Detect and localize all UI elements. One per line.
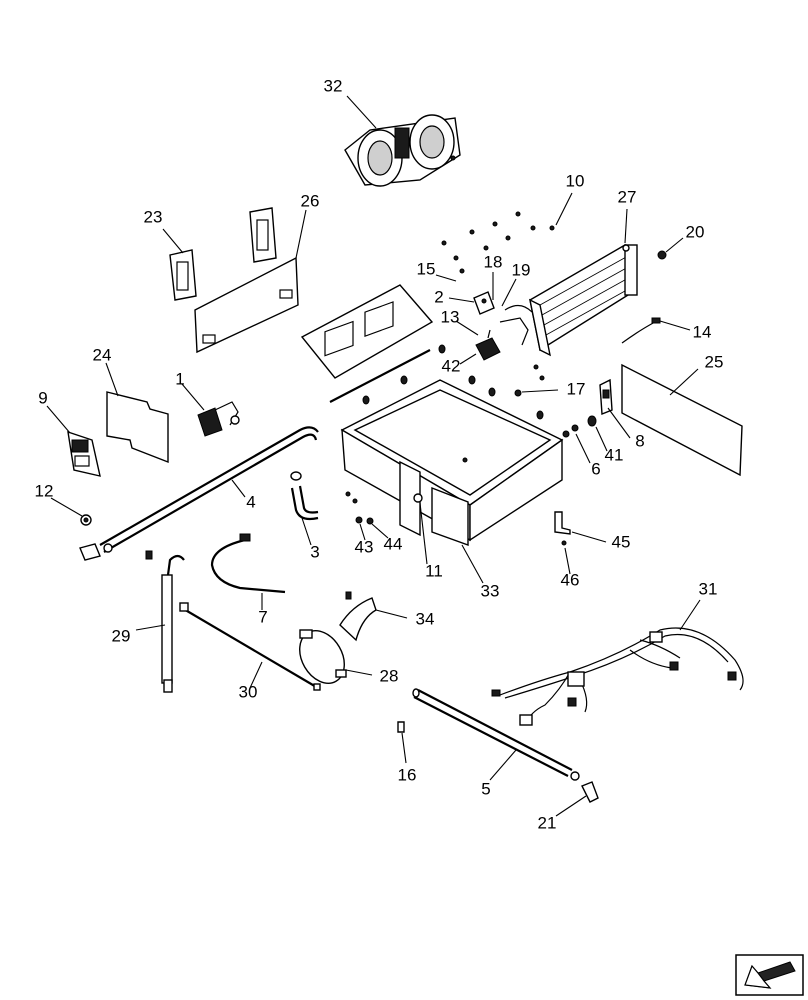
callout-18: 18 bbox=[484, 252, 503, 271]
hose-part-29 bbox=[145, 550, 185, 693]
callout-45: 45 bbox=[612, 532, 631, 551]
callout-2: 2 bbox=[434, 287, 443, 306]
switch-part-9 bbox=[67, 430, 101, 477]
callout-16: 16 bbox=[398, 765, 417, 784]
callout-5: 5 bbox=[481, 779, 490, 798]
callout-11: 11 bbox=[425, 561, 443, 580]
callout-6: 6 bbox=[591, 459, 600, 478]
callout-44: 44 bbox=[384, 534, 403, 553]
mounting-plate bbox=[300, 284, 434, 403]
tube-part-5 bbox=[412, 688, 580, 781]
callout-labels: 1 2 3 4 5 6 7 8 9 10 11 12 13 14 15 16 1… bbox=[35, 76, 724, 832]
callout-13: 13 bbox=[441, 307, 460, 326]
callout-14: 14 bbox=[693, 322, 712, 341]
callout-27: 27 bbox=[618, 187, 637, 206]
callout-31: 31 bbox=[699, 579, 718, 598]
next-page-arrow-icon[interactable] bbox=[735, 954, 804, 996]
callout-23: 23 bbox=[144, 207, 163, 226]
callout-26: 26 bbox=[301, 191, 320, 210]
callout-9: 9 bbox=[38, 388, 47, 407]
callout-43: 43 bbox=[355, 537, 374, 556]
hose-end-part-7 bbox=[239, 533, 251, 542]
fitting-part-2 bbox=[473, 291, 495, 315]
callout-20: 20 bbox=[686, 222, 705, 241]
hardware-bolts bbox=[345, 211, 579, 546]
bracket-part-45 bbox=[554, 511, 571, 535]
callout-30: 30 bbox=[239, 682, 258, 701]
cable-part-30 bbox=[179, 602, 321, 691]
callout-7: 7 bbox=[258, 607, 267, 626]
nut-part-20 bbox=[657, 250, 667, 260]
callout-33: 33 bbox=[481, 581, 500, 600]
callout-34: 34 bbox=[416, 609, 435, 628]
callout-46: 46 bbox=[561, 570, 580, 589]
callout-21: 21 bbox=[538, 813, 557, 832]
expansion-valve-part-13 bbox=[475, 329, 501, 361]
sensor-part-14 bbox=[621, 317, 661, 344]
valve-part-1 bbox=[197, 401, 240, 437]
leader-lines bbox=[46, 95, 701, 817]
callout-29: 29 bbox=[112, 626, 131, 645]
tube-part-4 bbox=[79, 426, 319, 561]
mounting-strap-part-34 bbox=[339, 591, 377, 642]
panel-part-26 bbox=[194, 256, 299, 354]
callout-8: 8 bbox=[635, 431, 644, 450]
callout-17: 17 bbox=[567, 379, 586, 398]
callout-12: 12 bbox=[35, 481, 54, 500]
callout-10: 10 bbox=[566, 171, 585, 190]
fitting-part-12 bbox=[80, 514, 92, 526]
housing-part-33 bbox=[340, 379, 564, 546]
clip-part-41 bbox=[587, 415, 597, 427]
callout-24: 24 bbox=[93, 345, 112, 364]
panel-part-25 bbox=[621, 363, 743, 477]
hose-part-3 bbox=[290, 471, 319, 521]
elbow-fitting-part-21 bbox=[581, 781, 599, 803]
callout-42: 42 bbox=[442, 356, 461, 375]
callout-1: 1 bbox=[175, 369, 184, 388]
callout-15: 15 bbox=[417, 259, 436, 278]
callout-4: 4 bbox=[246, 492, 255, 511]
hose-part-7 bbox=[210, 538, 286, 594]
callout-32: 32 bbox=[324, 76, 343, 95]
switch-part-8 bbox=[599, 378, 613, 416]
gasket-part-23 bbox=[169, 207, 277, 301]
callout-28: 28 bbox=[380, 666, 399, 685]
evaporator-core-part-27 bbox=[499, 243, 638, 357]
callout-25: 25 bbox=[705, 352, 724, 371]
wiring-harness-part-31 bbox=[491, 627, 744, 726]
callout-3: 3 bbox=[310, 542, 319, 561]
cover-plate-part-24 bbox=[106, 391, 169, 464]
blower-assembly-part-32 bbox=[344, 114, 461, 187]
callout-41: 41 bbox=[605, 445, 624, 464]
bolt-part-16 bbox=[397, 721, 405, 733]
callout-19: 19 bbox=[512, 260, 531, 279]
receiver-drier-part-28 bbox=[299, 629, 347, 684]
